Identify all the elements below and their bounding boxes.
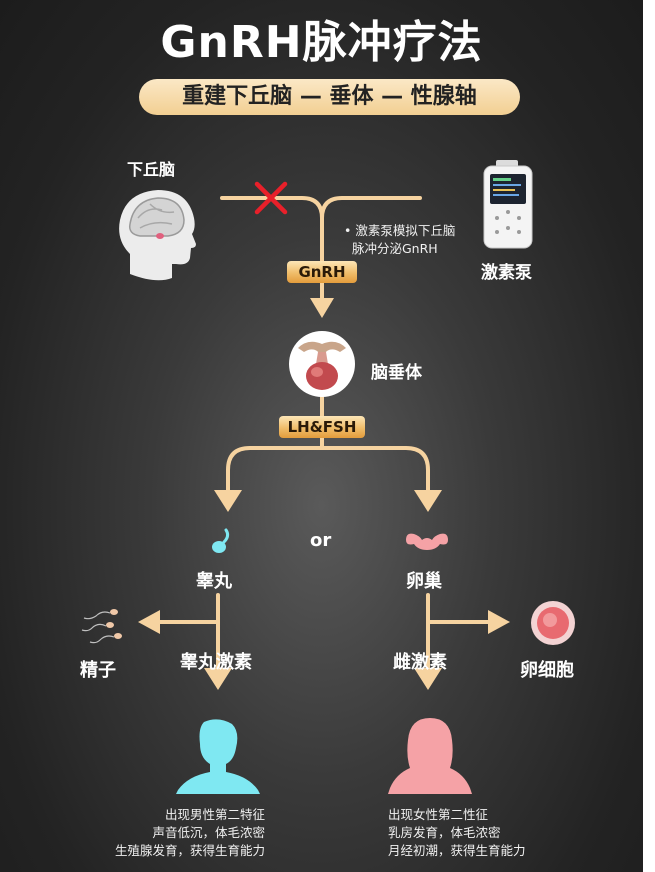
pump-label: 激素泵: [481, 263, 532, 283]
sperm-label: 精子: [80, 660, 116, 681]
pump-note-line-1: • 激素泵模拟下丘脑: [344, 223, 456, 238]
gnrh-pill: GnRH: [287, 261, 357, 283]
male-figure-icon: [176, 719, 260, 794]
female-desc-line-3: 月经初潮，获得生育能力: [388, 843, 526, 858]
testis-icon: [212, 528, 230, 553]
sperm-icon: [81, 609, 122, 644]
subtitle: 重建下丘脑 — 垂体 — 性腺轴: [182, 84, 477, 109]
ovary-icon: [406, 533, 448, 550]
subtitle-banner: 重建下丘脑 — 垂体 — 性腺轴: [139, 79, 520, 115]
female-desc-line-1: 出现女性第二性征: [388, 807, 489, 822]
male-desc-line-2: 声音低沉，体毛浓密: [152, 825, 265, 840]
egg-cell-icon: [531, 601, 575, 645]
pump-note-text-1: 激素泵模拟下丘脑: [355, 223, 456, 238]
ovary-label: 卵巢: [406, 571, 442, 592]
arrowhead-sperm: [138, 610, 160, 634]
arrowhead-female-figure: [414, 668, 442, 690]
male-desc-line-3: 生殖腺发育，获得生育能力: [114, 843, 265, 858]
female-description: 出现女性第二性征 乳房发育，体毛浓密 月经初潮，获得生育能力: [388, 806, 608, 860]
estrogen-label: 雌激素: [393, 652, 447, 673]
egg-cell-label: 卵细胞: [520, 660, 574, 681]
arrowhead-egg: [488, 610, 510, 634]
male-description: 出现男性第二特征 声音低沉，体毛浓密 生殖腺发育，获得生育能力: [40, 806, 265, 860]
male-desc-line-1: 出现男性第二特征: [164, 807, 265, 822]
hormone-pump-device-icon: [483, 160, 533, 249]
arrowhead-male-figure: [204, 668, 232, 690]
testosterone-label: 睾丸激素: [180, 652, 252, 673]
head-brain-icon: [119, 190, 196, 281]
hypothalamus-signal-line: [220, 196, 324, 267]
female-figure-icon: [388, 718, 472, 794]
split-line: [226, 446, 430, 492]
arrowhead-pituitary: [310, 298, 334, 318]
pump-signal-line: [320, 196, 422, 220]
pituitary-gland-icon: [289, 331, 355, 397]
testis-label: 睾丸: [196, 571, 232, 592]
pituitary-label: 脑垂体: [371, 363, 422, 383]
page-title: GnRH脉冲疗法: [160, 17, 483, 68]
pump-note-line-2: 脉冲分泌GnRH: [352, 241, 438, 256]
blocked-x-icon: [254, 181, 288, 215]
hypothalamus-label: 下丘脑: [127, 160, 176, 179]
arrowhead-testis: [214, 490, 242, 512]
arrowhead-ovary: [414, 490, 442, 512]
female-desc-line-2: 乳房发育，体毛浓密: [388, 825, 501, 840]
lhfsh-pill: LH&FSH: [279, 416, 365, 438]
or-label: or: [310, 530, 332, 551]
